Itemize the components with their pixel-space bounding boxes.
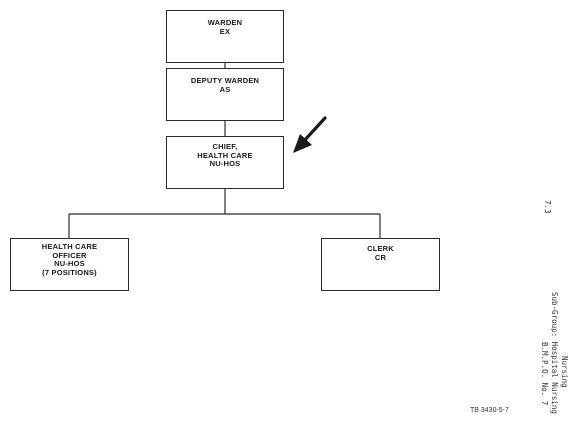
clerk-code: CR [374,252,387,262]
warden-box: WARDEN EX [166,10,284,63]
arrow-icon [293,116,327,153]
chief-subtitle: HEALTH CARE [197,150,253,160]
deputy-warden-code: AS [219,84,231,94]
chief-health-care-box: CHIEF, HEALTH CARE NU-HOS [166,136,284,189]
officer-positions: (7 POSITIONS) [42,267,97,277]
clerk-box: CLERK CR [321,238,440,291]
health-care-officer-box: HEALTH CARE OFFICER NU-HOS (7 POSITIONS) [10,238,129,291]
deputy-warden-title: DEPUTY WARDEN [190,76,260,85]
chief-title: CHIEF, [212,142,238,151]
warden-code: EX [219,26,231,36]
page-number: 7.3 [543,200,552,214]
document-code: TB 3430-5-7 [470,407,509,414]
clerk-title: CLERK [367,244,394,253]
deputy-warden-box: DEPUTY WARDEN AS [166,68,284,121]
officer-code: NU-HOS [54,259,85,269]
chief-code: NU-HOS [209,159,241,169]
side-label-subgroup: Sub-Group: Hospital Nursing [550,292,559,414]
officer-title-2: OFFICER [52,250,87,260]
warden-title: WARDEN [207,18,243,27]
side-label-bmpo: B.M.P.O. No. 7 [540,342,549,406]
officer-title-1: HEALTH CARE [41,242,98,251]
side-label-nursing: Nursing [560,356,569,388]
